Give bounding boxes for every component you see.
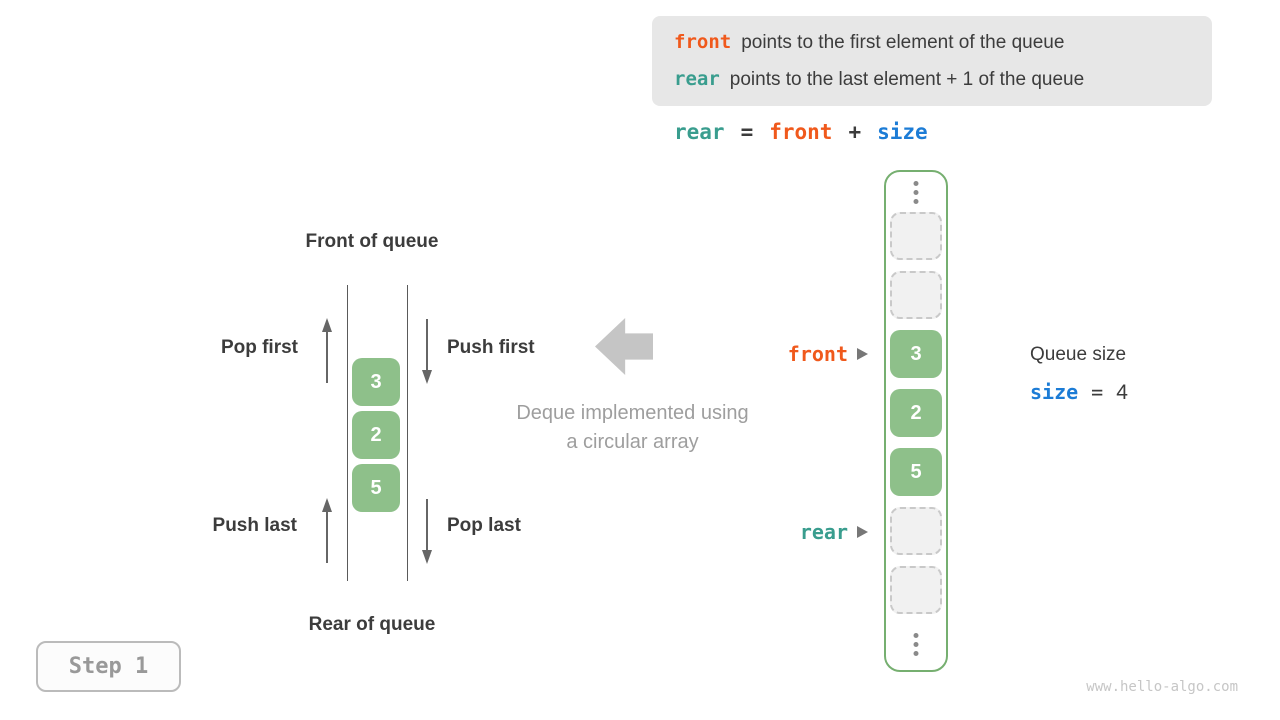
queue-channel-right-line	[407, 285, 408, 581]
size-value: 4	[1116, 381, 1128, 404]
array-cell: 3	[890, 330, 942, 378]
queue-channel-left-line	[347, 285, 348, 581]
deque-element: 5	[352, 464, 400, 512]
size-variable: size	[1030, 380, 1079, 404]
pop-first-up-arrow-icon	[322, 318, 332, 383]
rear-pointer: rear	[738, 520, 868, 544]
left-block-arrow-icon	[595, 318, 653, 375]
caption-line-2: a circular array	[566, 431, 699, 453]
formula-token-equals: =	[740, 120, 754, 144]
queue-size-equation: size = 4	[1030, 380, 1128, 405]
ellipsis-top-icon	[913, 181, 919, 204]
legend-line-front: front points to the first element of the …	[674, 24, 1212, 61]
array-cell: 5	[890, 448, 942, 496]
rear-of-queue-title: Rear of queue	[308, 614, 436, 635]
array-cell	[890, 507, 942, 555]
array-cell	[890, 212, 942, 260]
pop-last-label: Pop last	[447, 515, 521, 536]
push-last-up-arrow-icon	[322, 498, 332, 563]
watermark: www.hello-algo.com	[1086, 679, 1238, 695]
push-last-label: Push last	[212, 515, 297, 536]
caption: Deque implemented using a circular array	[490, 399, 775, 457]
front-keyword: front	[674, 31, 732, 53]
circular-array-container: 3 2 5	[884, 170, 948, 672]
pointer-arrowhead-icon	[857, 348, 868, 360]
push-first-down-arrow-icon	[422, 319, 432, 384]
formula-token-size: size	[877, 120, 928, 144]
rear-pointer-label: rear	[799, 520, 848, 544]
formula-token-rear: rear	[674, 120, 725, 144]
caption-line-1: Deque implemented using	[516, 402, 749, 424]
legend-line-rear: rear points to the last element + 1 of th…	[674, 61, 1212, 98]
size-equals-sign: =	[1091, 380, 1104, 404]
legend-front-text: points to the first element of the queue	[741, 32, 1065, 53]
rear-keyword: rear	[674, 68, 720, 90]
legend-box: front points to the first element of the …	[652, 16, 1212, 106]
front-pointer-label: front	[787, 342, 848, 366]
step-badge: Step 1	[36, 641, 181, 692]
formula: rear = front + size	[674, 120, 928, 144]
deque-element: 2	[352, 411, 400, 459]
push-first-label: Push first	[447, 337, 535, 358]
front-of-queue-title: Front of queue	[305, 231, 439, 252]
array-cell: 2	[890, 389, 942, 437]
queue-size-title: Queue size	[1030, 344, 1127, 365]
deque-element: 3	[352, 358, 400, 406]
legend-rear-text: points to the last element + 1 of the qu…	[729, 69, 1085, 90]
pop-last-down-arrow-icon	[422, 499, 432, 564]
ellipsis-bottom-icon	[913, 633, 919, 656]
array-cell	[890, 271, 942, 319]
formula-token-front: front	[769, 120, 833, 144]
front-pointer: front	[738, 342, 868, 366]
formula-token-plus: +	[848, 120, 862, 144]
pop-first-label: Pop first	[220, 337, 298, 358]
pointer-arrowhead-icon	[857, 526, 868, 538]
array-cell	[890, 566, 942, 614]
